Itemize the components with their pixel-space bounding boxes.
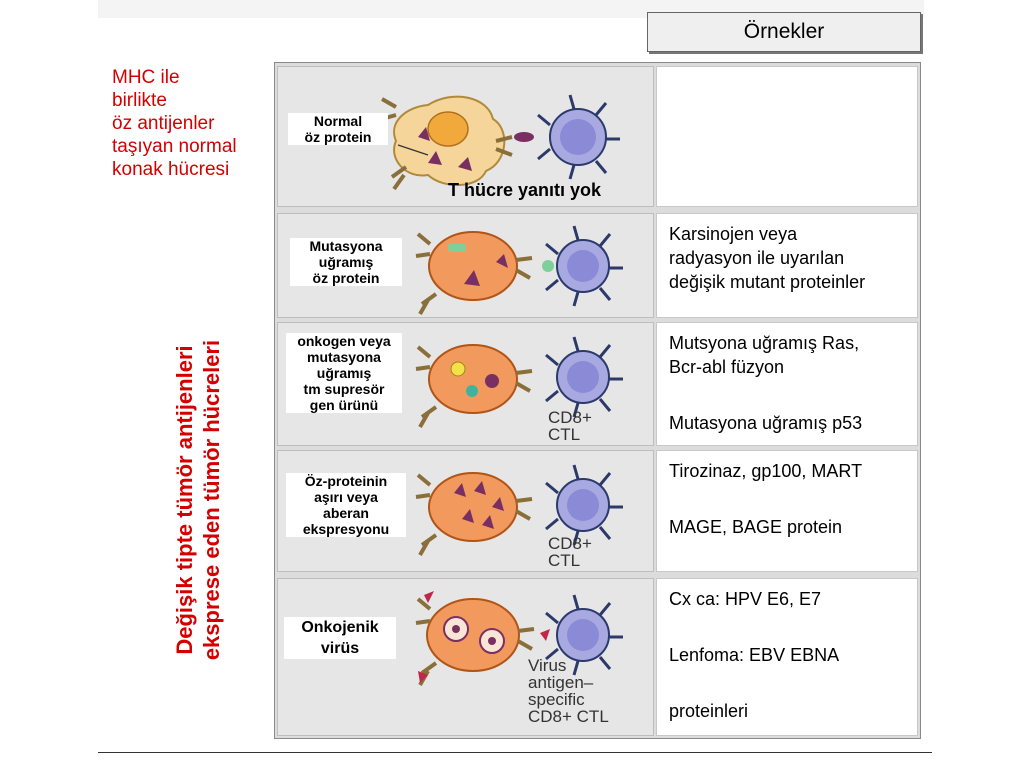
row-label: Onkojenik virüs <box>284 617 396 659</box>
mutant-cell-illustration <box>415 225 623 315</box>
label-line: tm supresör <box>303 381 385 397</box>
row-normal-examples <box>656 66 918 207</box>
row-overexpression-examples: Tirozinaz, gp100, MART MAGE, BAGE protei… <box>656 450 918 572</box>
ctl-line: CD8+ CTL <box>528 707 609 726</box>
example-line <box>669 611 913 643</box>
note-line: taşıyan normal <box>112 136 237 157</box>
example-line <box>669 483 913 515</box>
example-line: radyasyon ile uyarılan <box>669 248 845 268</box>
row-oncogene-examples: Mutsyona uğramış Ras, Bcr-abl füzyon Mut… <box>656 322 918 446</box>
example-line <box>669 379 913 411</box>
tumor-cell <box>428 472 518 542</box>
antigen-presenting-cell <box>393 95 506 187</box>
tumor-cell <box>426 598 520 672</box>
note-line: birlikte <box>112 90 167 111</box>
example-line <box>669 667 913 699</box>
overexpression-cell-illustration <box>415 464 623 556</box>
virus-specific-ctl-label: Virus antigen– specific CD8+ CTL <box>528 657 609 725</box>
bottom-rule <box>98 752 932 753</box>
example-line: Cx ca: HPV E6, E7 <box>669 589 822 609</box>
label-line: uğramış <box>318 254 374 270</box>
example-line: MAGE, BAGE protein <box>669 517 843 537</box>
ctl-line: antigen– <box>528 673 594 692</box>
t-cell <box>537 94 620 180</box>
label-line: ekspresyonu <box>302 521 390 537</box>
row-label: onkogen veya mutasyona uğramış tm supres… <box>286 333 402 413</box>
oncogene-cell-illustration <box>415 336 623 428</box>
cd8-ctl-label: CD8+ CTL <box>548 535 592 569</box>
tumor-cell <box>428 231 518 301</box>
note-line: MHC ile <box>112 67 180 88</box>
label-line: Normal <box>313 113 363 129</box>
example-line: proteinleri <box>669 701 749 721</box>
label-line: aşırı veya <box>314 489 378 505</box>
row-mutant-examples: Karsinojen veya radyasyon ile uyarılan d… <box>656 213 918 318</box>
label-line: mutasyona <box>307 349 381 365</box>
normal-cell-illustration <box>381 94 620 191</box>
ctl-line: Virus <box>528 656 567 675</box>
example-line: Mutasyona uğramış p53 <box>669 413 863 433</box>
label-line: onkogen veya <box>297 333 391 349</box>
label-line: uğramış <box>316 365 372 381</box>
example-line: Tirozinaz, gp100, MART <box>669 461 863 481</box>
cd8-ctl-label: CD8+ CTL <box>548 409 592 443</box>
ctl-line: CD8+ <box>548 408 592 427</box>
examples-header: Örnekler <box>647 12 921 52</box>
ctl-line: CTL <box>548 425 581 444</box>
label-line: Mutasyona <box>309 238 383 254</box>
no-t-cell-response: T hücre yanıtı yok <box>448 180 602 200</box>
label-line: öz protein <box>312 270 380 286</box>
label-line: öz protein <box>304 129 372 145</box>
vertical-label-line: Değişik tipte tümör antijenleri <box>172 345 197 655</box>
row-overexpression-image: Öz-proteinin aşırı veya aberan ekspresyo… <box>277 450 654 572</box>
ctl-line: CTL <box>548 551 581 570</box>
label-line: virüs <box>320 640 360 657</box>
ctl-line: CD8+ <box>548 534 592 553</box>
label-line: aberan <box>323 505 369 521</box>
row-oncogene-image: onkogen veya mutasyona uğramış tm supres… <box>277 322 654 446</box>
row-label: Öz-proteinin aşırı veya aberan ekspresyo… <box>286 473 406 537</box>
row-virus-examples: Cx ca: HPV E6, E7 Lenfoma: EBV EBNA prot… <box>656 578 918 736</box>
vertical-label-line: eksprese eden tümör hücreleri <box>199 339 224 661</box>
note-line: konak hücresi <box>112 159 230 180</box>
note-line: öz antijenler <box>112 113 215 134</box>
example-line: Mutsyona uğramış Ras, <box>669 333 860 353</box>
row-label: Mutasyona uğramış öz protein <box>290 238 402 286</box>
ctl-line: specific <box>528 690 585 709</box>
row-virus-image: Onkojenik virüs Virus antigen– specific … <box>277 578 654 736</box>
example-line: Karsinojen veya <box>669 224 798 244</box>
normal-host-cell-note: MHC ile birlikte öz antijenler taşıyan n… <box>112 66 272 181</box>
virus-cell-illustration <box>415 591 623 686</box>
example-line: Bcr-abl füzyon <box>669 357 785 377</box>
row-mutant-image: Mutasyona uğramış öz protein <box>277 213 654 318</box>
example-line: Lenfoma: EBV EBNA <box>669 645 840 665</box>
label-line: gen ürünü <box>309 397 379 413</box>
label-line: Öz-proteinin <box>304 473 388 489</box>
row-label: Normal öz protein <box>288 113 388 145</box>
label-line: Onkojenik <box>301 619 379 636</box>
row-normal-image: Normal öz protein <box>277 66 654 207</box>
tumor-cell <box>428 344 518 414</box>
example-line: değişik mutant proteinler <box>669 272 866 292</box>
